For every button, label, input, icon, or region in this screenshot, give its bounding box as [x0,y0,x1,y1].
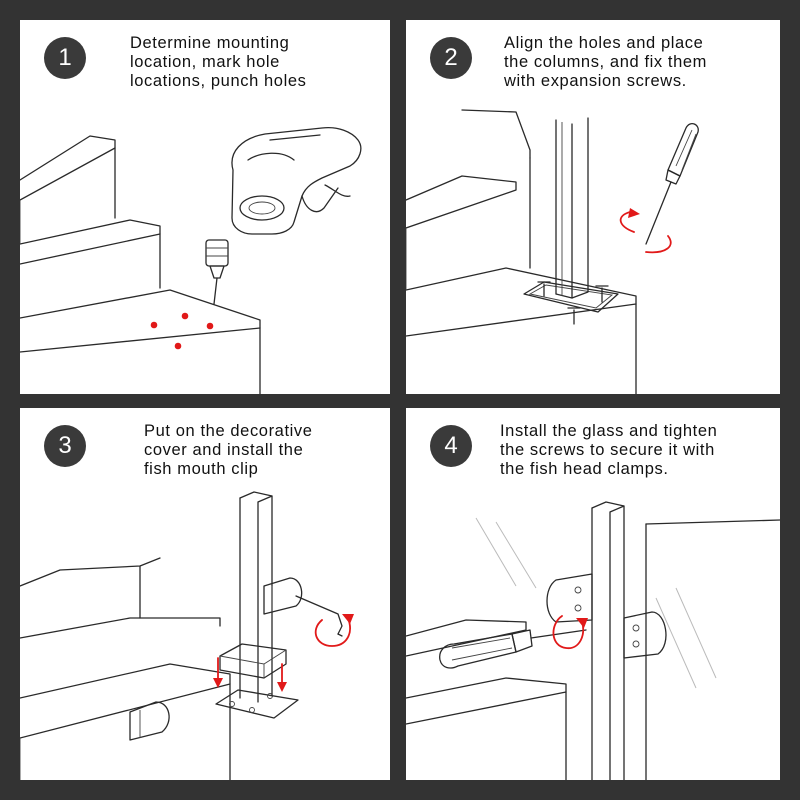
instruction-line: Align the holes and place [504,34,704,52]
stairs-drawing [406,619,567,780]
instruction-line: Determine mounting [130,34,290,52]
fish-head-clamp [546,573,593,623]
hex-key-icon [295,595,343,637]
fish-head-clamp [623,611,667,659]
instruction-line: location, mark hole [130,53,280,71]
marked-holes [150,312,214,350]
rotation-arrow-icon [314,614,354,647]
expansion-screws [537,281,609,325]
down-arrow-icon [213,657,287,692]
instruction-line: Put on the decorative [144,422,313,440]
drill-icon [205,126,362,305]
step-panel-1: 1 Determine mounting location, mark hole… [20,20,390,394]
instruction-line: fish mouth clip [144,460,259,478]
screwdriver-icon [439,629,587,669]
step-instruction: Determine mounting location, mark hole l… [130,34,306,91]
glass-panel [475,517,780,780]
rotation-arrow-icon [619,208,672,254]
step-instruction: Put on the decorative cover and install … [144,422,313,479]
step-number-badge: 1 [44,37,86,79]
instruction-line: the screws to secure it with [500,441,715,459]
post-column [591,501,625,780]
instruction-line: the fish head clamps. [500,460,669,478]
post-column [555,117,589,299]
base-plate [215,689,299,719]
instruction-line: locations, punch holes [130,72,307,90]
stairs-drawing [20,135,261,394]
fish-mouth-clip [263,577,303,615]
instruction-line: cover and install the [144,441,304,459]
step-panel-3: 3 Put on the decorative cover and instal… [20,408,390,780]
instruction-line: the columns, and fix them [504,53,708,71]
post-column [239,491,273,703]
loose-clip [129,701,170,741]
step-number-badge: 4 [430,425,472,467]
instruction-line: Install the glass and tighten [500,422,718,440]
rotation-arrow-icon [552,615,588,649]
step-panel-2: 2 Align the holes and place the columns,… [406,20,780,394]
base-plate [523,281,619,313]
screwdriver-icon [645,122,699,245]
stairs-drawing [406,109,637,394]
step-number-badge: 2 [430,37,472,79]
step-illustration [20,126,362,394]
step-panel-4: 4 Install the glass and tighten the scre… [406,408,780,780]
step-illustration [20,491,354,780]
instruction-line: with expansion screws. [504,72,687,90]
stairs-drawing [20,557,231,780]
decorative-cover [219,643,287,679]
step-illustration [406,109,699,394]
step-number-badge: 3 [44,425,86,467]
step-instruction: Align the holes and place the columns, a… [504,34,707,91]
step-illustration [406,501,780,780]
step-instruction: Install the glass and tighten the screws… [500,422,717,479]
